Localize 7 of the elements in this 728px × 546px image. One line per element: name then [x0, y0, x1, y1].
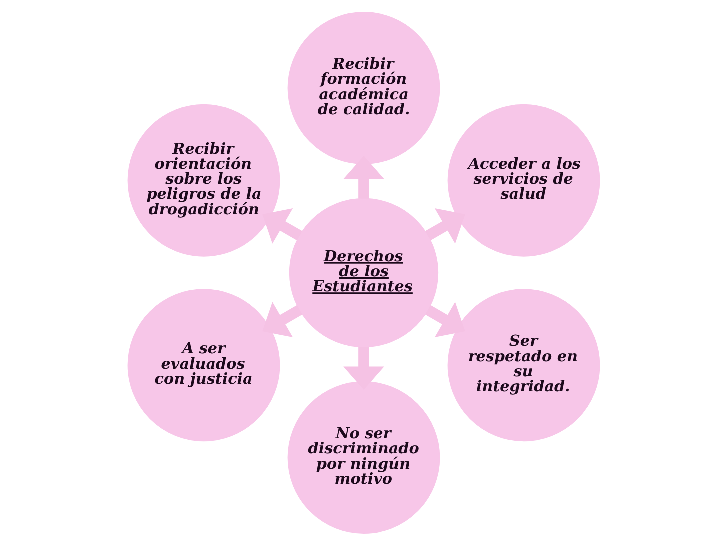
- node-circle: Recibir orientación sobre los peligros de la drogadicción: [128, 104, 280, 257]
- node-circle: No ser discriminado por ningún motivo: [288, 382, 440, 534]
- node-circle: Derechos de los Estudiantes: [289, 198, 439, 348]
- node-circle: Acceder a los servicios de salud: [448, 104, 600, 257]
- node-circle: Ser respetado en su integridad.: [448, 289, 600, 442]
- node-circle: Recibir formación académica de calidad.: [288, 12, 440, 164]
- node-circle: A ser evaluados con justicia: [128, 289, 280, 442]
